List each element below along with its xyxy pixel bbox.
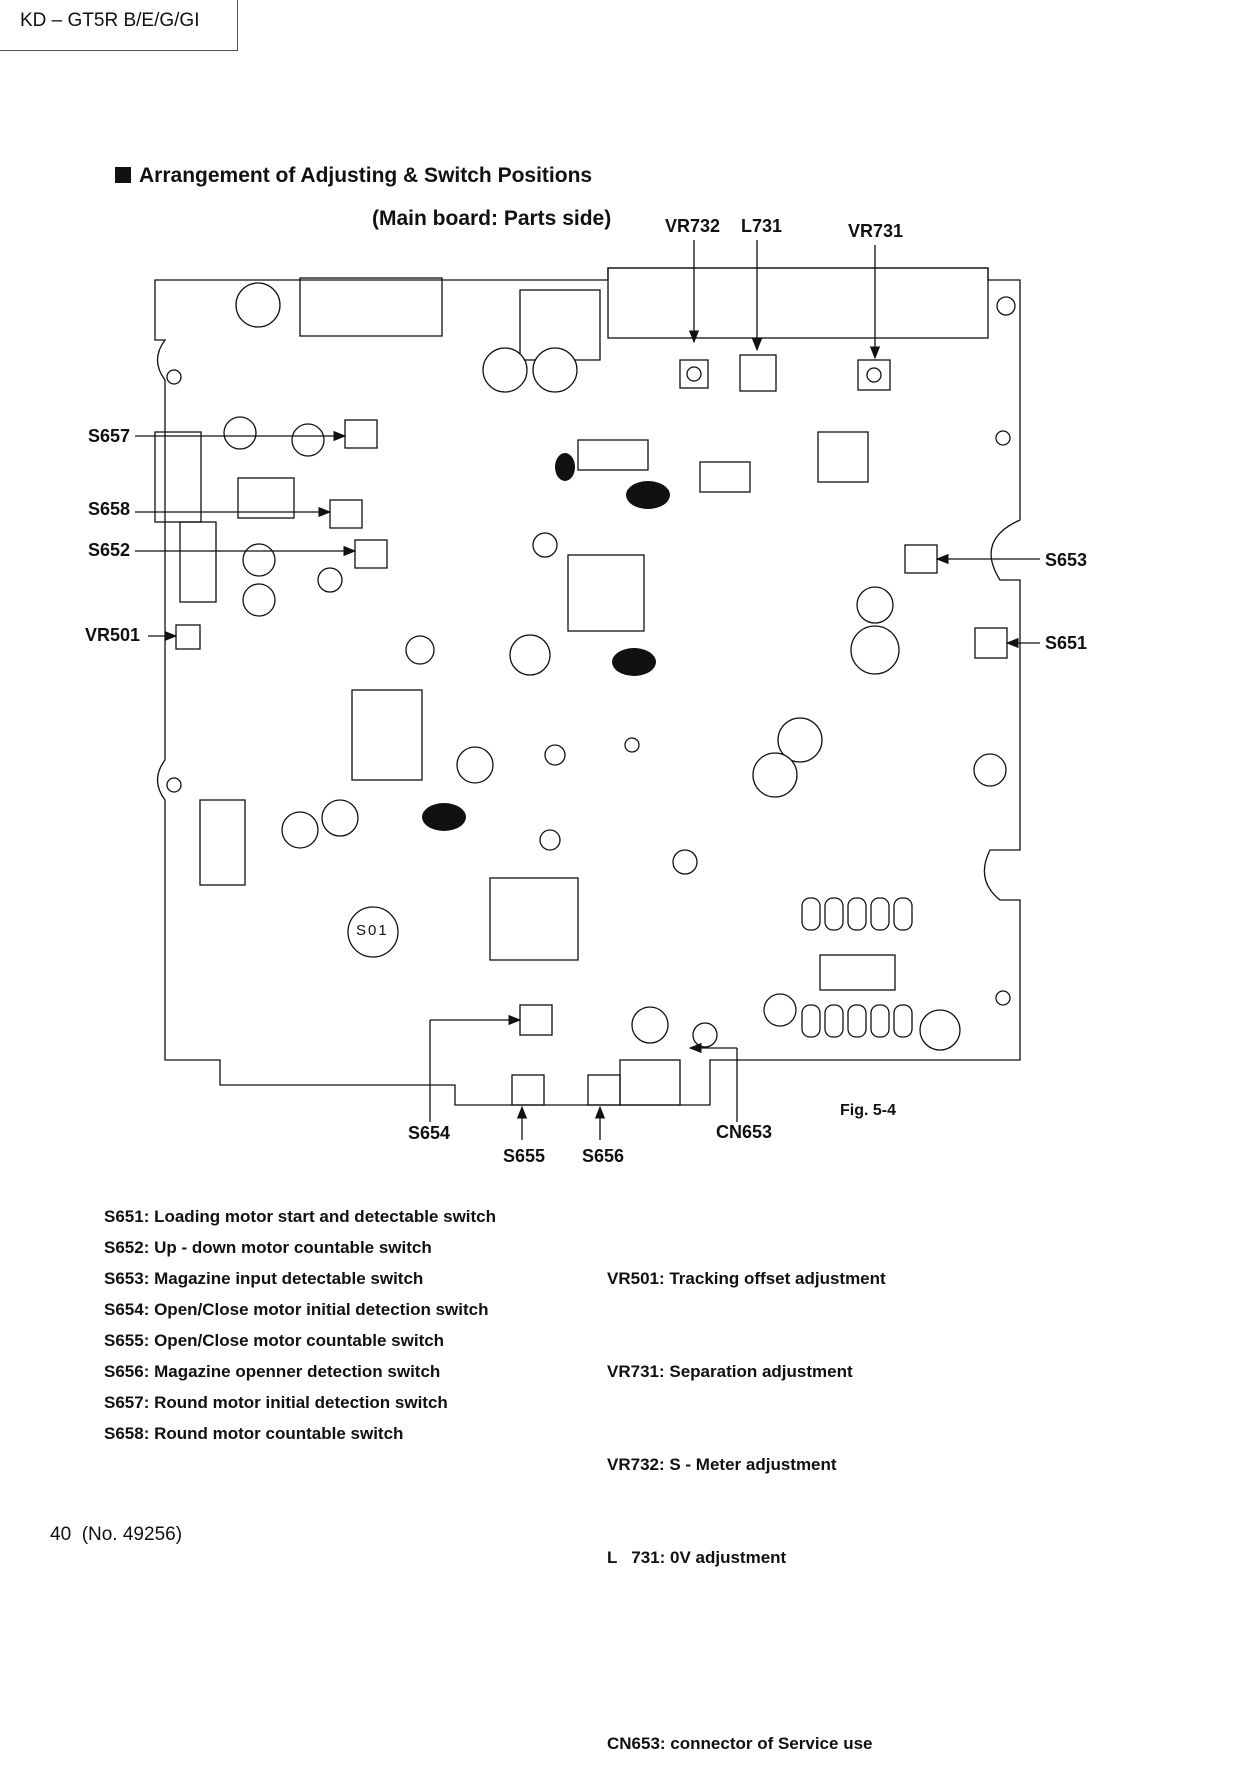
capacitor: [973, 753, 1007, 787]
capacitor: [672, 849, 698, 875]
callout-arrows: [135, 240, 1040, 1140]
callout-vr501: VR501: [85, 625, 141, 645]
switch-s651: [974, 627, 1008, 659]
capacitor: [242, 583, 276, 617]
capacitor: [482, 347, 528, 393]
s01-marker: S01: [356, 922, 389, 939]
callout-vr731: VR731: [848, 221, 904, 241]
capacitor: [631, 1006, 669, 1044]
ic-chip: [199, 799, 246, 886]
capacitor: [456, 746, 494, 784]
connector-cn502: [179, 521, 217, 603]
callout-s654: S654: [408, 1123, 451, 1143]
callout-s657: S657: [88, 426, 131, 446]
capacitor: [777, 717, 823, 763]
crystal-oscillators: [422, 453, 670, 831]
switch-s652: [354, 539, 388, 569]
capacitor: [223, 416, 257, 450]
switch-s654: [519, 1004, 553, 1036]
legend-item: S652: Up - down motor countable switch: [104, 1238, 432, 1257]
vr732: [679, 359, 709, 389]
ic-chip: [237, 477, 295, 519]
capacitor: [291, 423, 325, 457]
capacitor: [242, 543, 276, 577]
callout-l731: L731: [741, 216, 783, 236]
capacitor: [850, 625, 900, 675]
ic-chip: [351, 689, 423, 781]
legend-item: S651: Loading motor start and detectable…: [104, 1207, 497, 1226]
legend-item: S658: Round motor countable switch: [104, 1424, 404, 1443]
legend-item: S653: Magazine input detectable switch: [104, 1269, 424, 1288]
legend-item: CN653: connector of Service use: [607, 1734, 873, 1753]
capacitor: [509, 634, 551, 676]
section-title-text: Arrangement of Adjusting & Switch Positi…: [139, 164, 593, 187]
mounting-holes: [166, 296, 1016, 1006]
lamp-case: [619, 1059, 681, 1106]
switch-s653: [904, 544, 938, 574]
capacitor: [235, 282, 281, 328]
capacitor: [544, 744, 566, 766]
legend-item: L 731: 0V adjustment: [607, 1548, 787, 1567]
callout-s658: S658: [88, 499, 131, 519]
section-title: Arrangement of Adjusting & Switch Positi…: [115, 164, 592, 188]
switch-s657: [344, 419, 378, 449]
legend-item: S654: Open/Close motor initial detection…: [104, 1300, 489, 1319]
legend-item: S655: Open/Close motor countable switch: [104, 1331, 445, 1350]
callout-s656: S656: [582, 1146, 625, 1166]
legend-item: [607, 1635, 886, 1666]
capacitor: [532, 347, 578, 393]
board-subtitle: (Main board: Parts side): [372, 207, 612, 230]
legend-switches: S651: Loading motor start and detectable…: [104, 1201, 496, 1449]
legend-adjustments: VR501: Tracking offset adjustment VR731:…: [607, 1201, 886, 1790]
capacitor: [752, 752, 798, 798]
figure-label: Fig. 5-4: [840, 1102, 897, 1119]
capacitor: [856, 586, 894, 624]
capacitor: [539, 829, 561, 851]
bullet-square-icon: [115, 167, 131, 183]
board-outline: [154, 267, 1021, 1106]
capacitor-row: [801, 897, 913, 1038]
ic-chip: [577, 439, 649, 471]
switch-s656: [587, 1074, 621, 1106]
capacitor: [281, 811, 319, 849]
ic-chip: [817, 431, 869, 483]
ic-chip: [699, 461, 751, 493]
callout-s655: S655: [503, 1146, 546, 1166]
vr731: [857, 359, 891, 391]
l731: [739, 354, 777, 392]
legend-item: VR731: Separation adjustment: [607, 1362, 853, 1381]
cn901-connector: [299, 277, 443, 337]
s01-marker-circle: [347, 906, 399, 958]
callout-vr732: VR732: [665, 216, 721, 236]
vr501: [175, 624, 201, 650]
switch-s655: [511, 1074, 545, 1106]
header-box: [0, 0, 238, 51]
ic-chip: [489, 877, 579, 961]
capacitor: [321, 799, 359, 837]
switch-s658: [329, 499, 363, 529]
callout-cn653: CN653: [716, 1122, 773, 1142]
capacitor: [405, 635, 435, 665]
callout-s652: S652: [88, 540, 131, 560]
legend-item: VR501: Tracking offset adjustment: [607, 1269, 886, 1288]
pcb-diagram: [135, 240, 1040, 1140]
capacitor: [317, 567, 343, 593]
ic-chip: [567, 554, 645, 632]
model-header: KD – GT5R B/E/G/GI: [20, 10, 200, 31]
legend-item: S657: Round motor initial detection swit…: [104, 1393, 448, 1412]
legend-item: S656: Magazine openner detection switch: [104, 1362, 441, 1381]
ic-chip: [819, 954, 896, 991]
legend-item: VR732: S - Meter adjustment: [607, 1455, 837, 1474]
page-footer: 40 (No. 49256): [50, 1524, 183, 1545]
connector-cn501: [154, 431, 202, 523]
capacitor: [763, 993, 797, 1027]
capacitor: [692, 1022, 718, 1048]
capacitor: [532, 532, 558, 558]
callout-s651: S651: [1045, 633, 1088, 653]
callout-s653: S653: [1045, 550, 1088, 570]
tuner-block: [607, 267, 989, 339]
capacitor: [919, 1009, 961, 1051]
